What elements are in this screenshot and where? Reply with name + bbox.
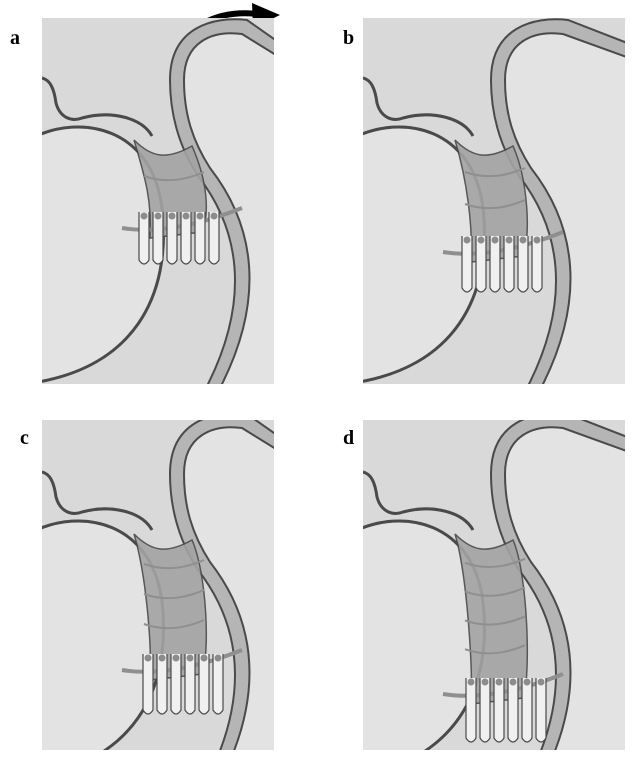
- diagram-panel-b: [363, 18, 625, 384]
- villus-core: [492, 237, 499, 244]
- villus-finger: [494, 678, 504, 742]
- villus-core: [155, 213, 162, 220]
- villus-finger: [508, 678, 518, 742]
- villus-finger: [157, 654, 167, 714]
- panel-group: [42, 420, 274, 750]
- villus-core: [187, 655, 194, 662]
- villus-finger: [504, 236, 514, 292]
- panel-label-b: b: [343, 28, 354, 48]
- villus-finger: [532, 236, 542, 292]
- villus-finger: [209, 212, 219, 264]
- villus-core: [506, 237, 513, 244]
- villus-core: [524, 679, 531, 686]
- villus-finger: [199, 654, 209, 714]
- diagram-panel-d: [363, 420, 625, 750]
- villus-core: [468, 679, 475, 686]
- villus-core: [141, 213, 148, 220]
- villus-finger: [476, 236, 486, 292]
- villus-core: [145, 655, 152, 662]
- villus-core: [520, 237, 527, 244]
- villus-finger: [143, 654, 153, 714]
- villus-finger: [462, 236, 472, 292]
- panel-group: [42, 18, 274, 384]
- villus-finger: [518, 236, 528, 292]
- villus-finger: [466, 678, 476, 742]
- villus-core: [159, 655, 166, 662]
- villus-core: [478, 237, 485, 244]
- villus-finger: [522, 678, 532, 742]
- diagram-panel-c: [42, 420, 274, 750]
- panel-group: [363, 420, 625, 750]
- villus-core: [482, 679, 489, 686]
- villus-finger: [213, 654, 223, 714]
- villus-finger: [167, 212, 177, 264]
- panel-label-d: d: [343, 428, 354, 448]
- villus-core: [496, 679, 503, 686]
- villus-core: [183, 213, 190, 220]
- villus-core: [197, 213, 204, 220]
- villus-core: [215, 655, 222, 662]
- villus-finger: [139, 212, 149, 264]
- villus-finger: [171, 654, 181, 714]
- villus-core: [173, 655, 180, 662]
- panel-label-c: c: [20, 428, 29, 448]
- villus-core: [464, 237, 471, 244]
- panel-label-a: a: [10, 28, 20, 48]
- villus-core: [534, 237, 541, 244]
- villus-finger: [185, 654, 195, 714]
- villus-finger: [195, 212, 205, 264]
- villus-finger: [153, 212, 163, 264]
- villus-finger: [490, 236, 500, 292]
- villus-core: [211, 213, 218, 220]
- villus-finger: [181, 212, 191, 264]
- villus-core: [510, 679, 517, 686]
- diagram-panel-a: [42, 18, 274, 384]
- villus-finger: [536, 678, 546, 742]
- villus-core: [169, 213, 176, 220]
- villus-core: [201, 655, 208, 662]
- panel-group: [363, 18, 625, 384]
- villus-finger: [480, 678, 490, 742]
- villus-core: [538, 679, 545, 686]
